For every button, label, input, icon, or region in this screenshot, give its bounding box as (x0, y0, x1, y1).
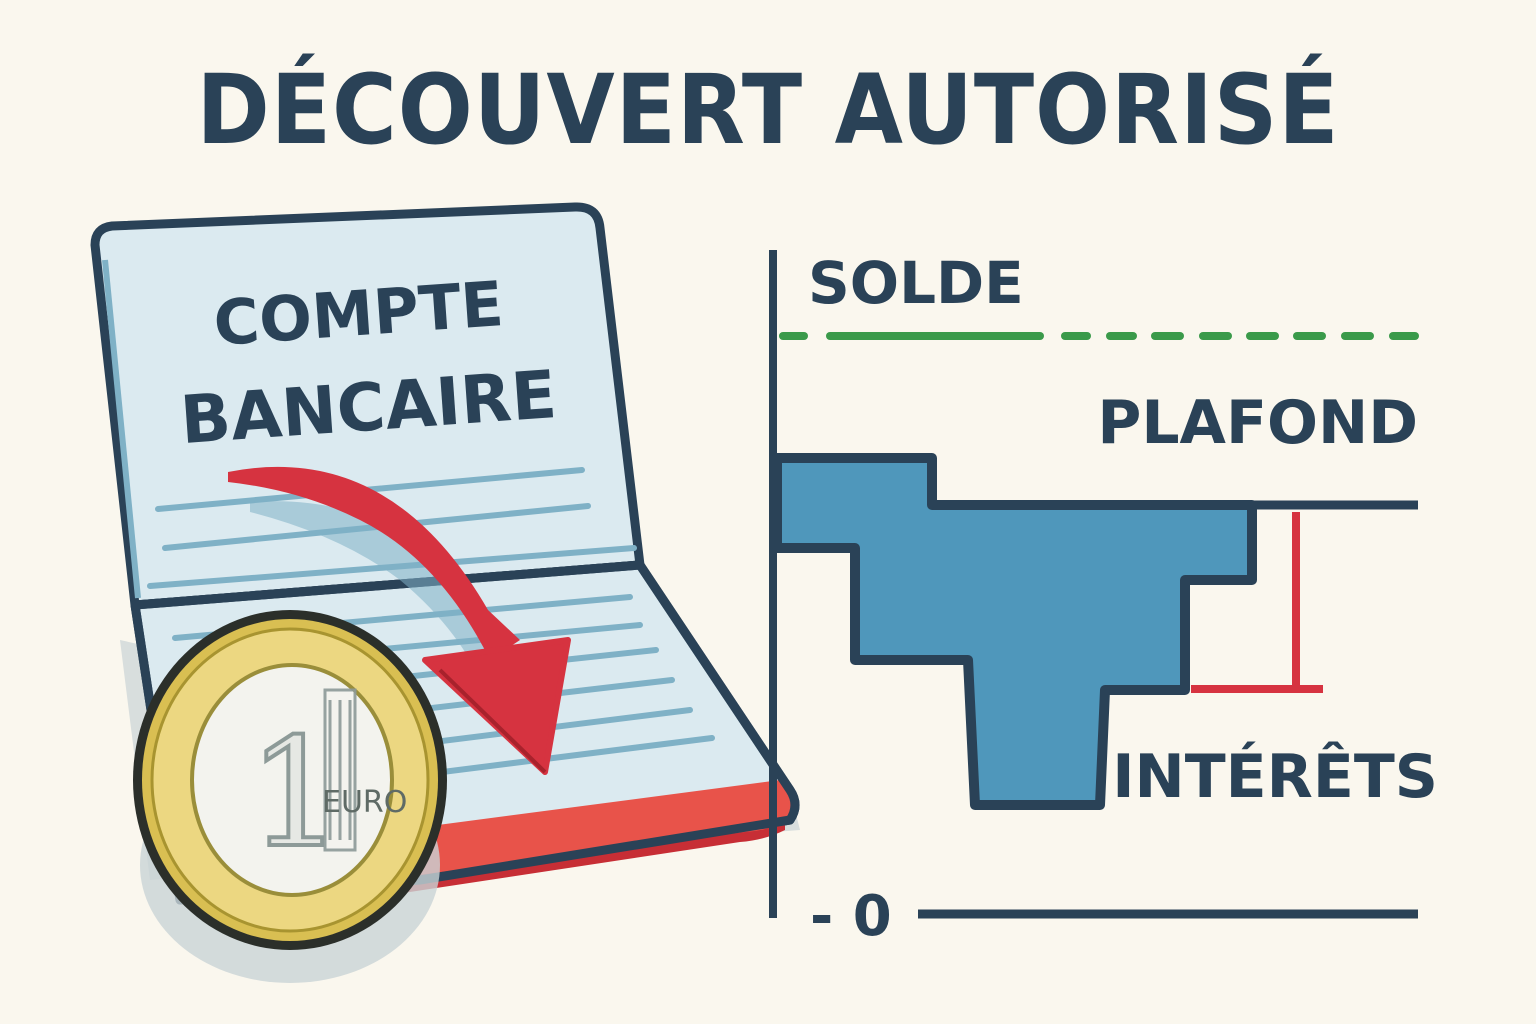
coin-currency: EURO (322, 785, 407, 820)
label-solde: SOLDE (808, 249, 1024, 317)
overdraft-chart: SOLDE PLAFOND INTÉRÊTS - 0 (769, 249, 1438, 949)
interest-bracket (1191, 512, 1323, 693)
label-plafond: PLAFOND (1097, 388, 1418, 458)
label-interets: INTÉRÊTS (1112, 740, 1438, 812)
label-zero: - 0 (810, 884, 892, 949)
bank-account-book: COMPTE BANCAIRE (90, 202, 800, 905)
euro-coin-icon: 1 EURO (133, 610, 447, 983)
page-title: DÉCOUVERT AUTORISÉ (196, 54, 1340, 166)
down-arrow-icon (228, 466, 571, 775)
